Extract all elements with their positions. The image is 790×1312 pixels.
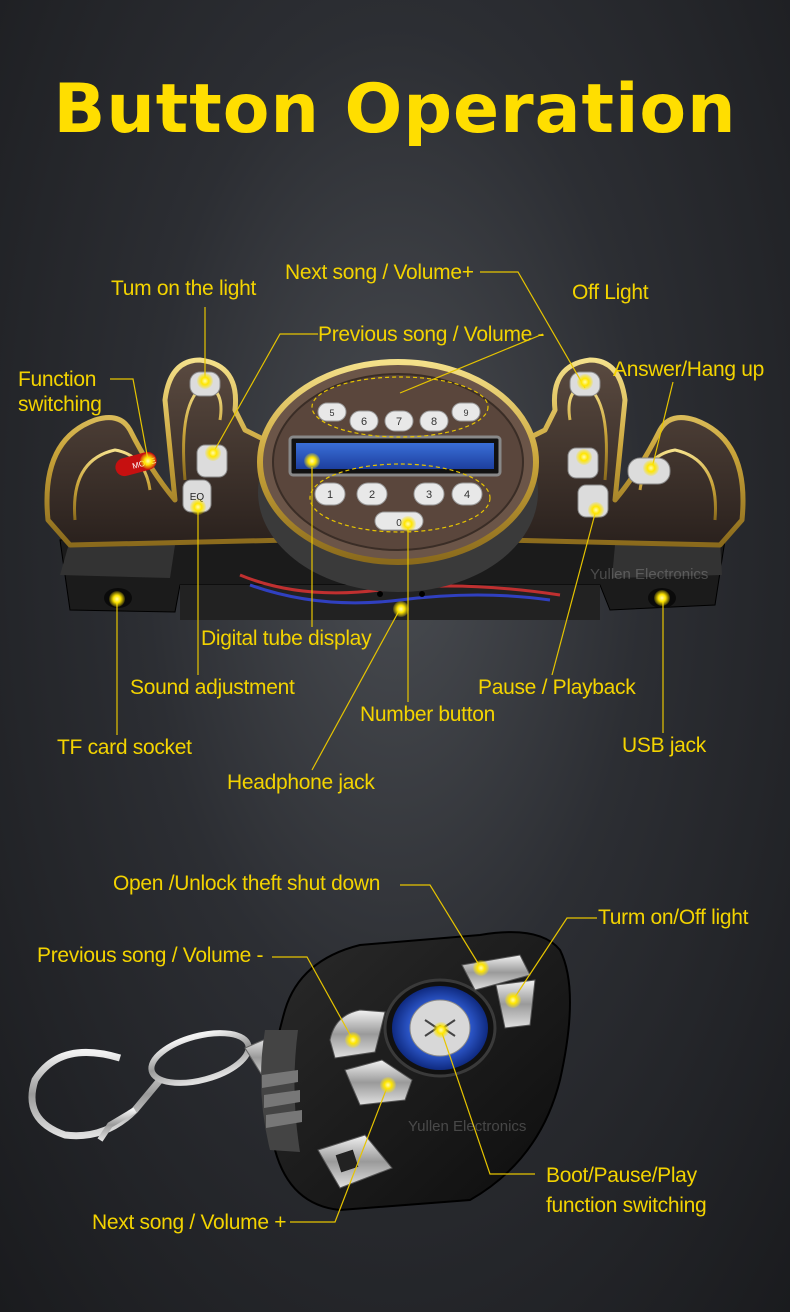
- label-boot-pause-play: Boot/Pause/Play function switching: [546, 1164, 707, 1217]
- eq-button-label: EQ: [190, 492, 205, 503]
- watermark-top: Yullen Electronics: [590, 566, 709, 583]
- number-buttons-bottom: 1 2 3 4 0: [314, 482, 483, 531]
- label-open-unlock-theft: Open /Unlock theft shut down: [113, 872, 381, 895]
- label-turn-on-light: Tum on the light: [111, 277, 256, 300]
- button-5-label: 5: [329, 408, 334, 418]
- head-unit: 5 6 7 8 9 1 2 3 4 0 MODE EQ: [44, 357, 746, 620]
- label-digital-tube-display: Digital tube display: [201, 627, 372, 650]
- label-answer-hang-up: Answer/Hang up: [613, 358, 765, 381]
- button-2-label: 2: [369, 489, 375, 501]
- label-previous-song-volume-down: Previous song / Volume -: [318, 323, 545, 346]
- label-number-button: Number button: [360, 703, 496, 726]
- label-usb-jack: USB jack: [622, 734, 706, 757]
- unit-leader-lines: [110, 271, 674, 771]
- button-7-label: 7: [396, 416, 402, 428]
- button-9-label: 9: [463, 408, 468, 418]
- label-sound-adjustment: Sound adjustment: [130, 676, 295, 699]
- remote-indicator-dots: [345, 960, 521, 1093]
- button-8-label: 8: [431, 416, 437, 428]
- label-remote-next-song: Next song / Volume +: [92, 1211, 287, 1234]
- label-next-song-volume-up: Next song / Volume+: [285, 261, 474, 284]
- button-4-label: 4: [464, 489, 470, 501]
- label-turn-on-off-light: Turm on/Off light: [598, 906, 749, 929]
- button-3-label: 3: [426, 489, 432, 501]
- label-off-light: Off Light: [572, 281, 649, 304]
- label-tf-card-socket: TF card socket: [57, 736, 192, 759]
- label-function-switching: Function switching: [18, 368, 102, 416]
- remote-fob: [28, 931, 571, 1212]
- button-0-label: 0: [396, 518, 402, 529]
- label-remote-previous-song: Previous song / Volume -: [37, 944, 264, 967]
- number-buttons-top: 5 6 7 8 9: [317, 402, 481, 432]
- button-6-label: 6: [361, 416, 367, 428]
- unit-indicator-dots: [109, 373, 670, 617]
- remote-leader-lines: [272, 884, 597, 1223]
- button-1-label: 1: [327, 489, 333, 501]
- watermark-bottom: Yullen Electronics: [408, 1118, 527, 1135]
- page-title: Button Operation: [53, 70, 737, 149]
- label-headphone-jack: Headphone jack: [227, 771, 375, 794]
- label-pause-playback: Pause / Playback: [478, 676, 636, 699]
